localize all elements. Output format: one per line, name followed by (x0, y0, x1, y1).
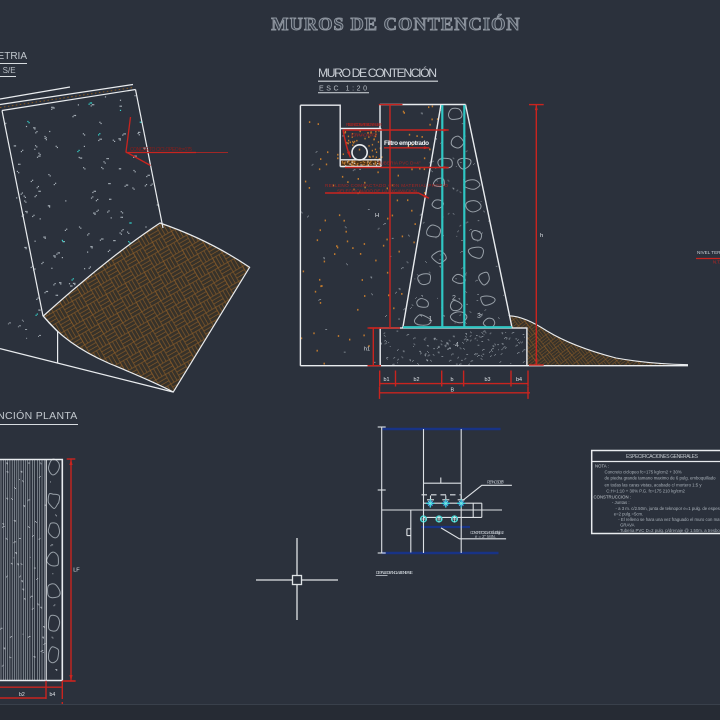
svg-text:- Tuberia PVC D=2 pulg. p/dren: - Tuberia PVC D=2 pulg. p/drenaje @ 1.50… (617, 528, 720, 533)
svg-text:CONCRETO SOLADO fc=100 kg/cm2: CONCRETO SOLADO fc=100 kg/cm2 (470, 530, 505, 535)
svg-text:NOTA :: NOTA : (595, 464, 609, 469)
svg-text:b4: b4 (516, 377, 522, 383)
svg-text:2: 2 (452, 295, 456, 302)
svg-text:MURO DE CONTENCIÓN: MURO DE CONTENCIÓN (318, 65, 437, 80)
svg-text:- El relleno se hara una vez f: - El relleno se hara una vez fraguado el… (618, 517, 720, 522)
svg-text:SELECCIONADO DE LA EXCAVACION: SELECCIONADO DE LA EXCAVACION (337, 189, 417, 194)
svg-text:LF: LF (73, 568, 80, 574)
svg-text:b2: b2 (19, 692, 25, 698)
svg-text:TUBERIA PVC D=4": TUBERIA PVC D=4" (378, 161, 421, 166)
svg-text:b2: b2 (414, 377, 420, 383)
svg-text:CONCRETO CICLOPEO fc=175: CONCRETO CICLOPEO fc=175 (130, 147, 192, 153)
svg-text:b4: b4 (50, 692, 56, 698)
svg-text:ESC 1:20: ESC 1:20 (319, 86, 367, 93)
svg-text:b: b (451, 377, 454, 383)
svg-text:NIVEL TERRENO NATURAL: NIVEL TERRENO NATURAL (697, 250, 720, 255)
svg-text:1: 1 (429, 316, 433, 323)
svg-text:- Juntas :: - Juntas : (612, 500, 630, 505)
svg-text:DETALLE DE ANCLAJE EN BASE: DETALLE DE ANCLAJE EN BASE (376, 570, 413, 576)
svg-text:ESPECIFICACIONES GENERALES: ESPECIFICACIONES GENERALES (626, 454, 699, 460)
svg-text:h: h (540, 233, 543, 239)
svg-text:RELLENO CON MATERIAL GRANULAR: RELLENO CON MATERIAL GRANULAR (346, 122, 383, 127)
svg-text:b1: b1 (384, 377, 390, 383)
svg-text:3: 3 (477, 313, 481, 320)
svg-text:4: 4 (455, 342, 459, 349)
svg-text:h1: h1 (364, 347, 370, 353)
svg-text:de piedra grande tamano maximo: de piedra grande tamano maximo de 6 pulg… (605, 476, 717, 481)
svg-text:GRAVA: GRAVA (620, 523, 635, 528)
svg-text:e = 2" MIN.: e = 2" MIN. (475, 534, 496, 539)
svg-text:RELLENO COMPACTADO CON MATERIA: RELLENO COMPACTADO CON MATERIAL PROPIO (325, 183, 448, 188)
svg-text:en todas las caras vistas, aca: en todas las caras vistas, acabado c/ mo… (605, 482, 703, 487)
svg-text:b3: b3 (485, 377, 491, 383)
svg-text:Filtro empotrado: Filtro empotrado (384, 140, 429, 147)
svg-text:C:H=1:10 + 30% P.G. fc=175: C:H=1:10 + 30% P.G. fc=175 210 kg/cm2 (606, 489, 685, 494)
svg-text:H: H (375, 213, 379, 219)
svg-text:e=2 pulg.=5cm.: e=2 pulg.=5cm. (614, 512, 644, 517)
svg-text:( GRAVA CANTO ): ( GRAVA CANTO ) (351, 133, 377, 138)
svg-text:N.T.: N.T. (713, 260, 720, 265)
svg-text:CONSTRUCCION :: CONSTRUCCION : (594, 495, 631, 500)
svg-text:- a 3 m. c/2.50m, junta de tek: - a 3 m. c/2.50m, junta de teknopor e=1 … (616, 506, 720, 511)
svg-text:PERNOS D 5/8": PERNOS D 5/8" (487, 480, 505, 485)
svg-text:B: B (451, 387, 455, 393)
svg-text:Concreto ciclopeo fc=175 kg/cm: Concreto ciclopeo fc=175 kg/cm2 + 30% (605, 469, 682, 474)
